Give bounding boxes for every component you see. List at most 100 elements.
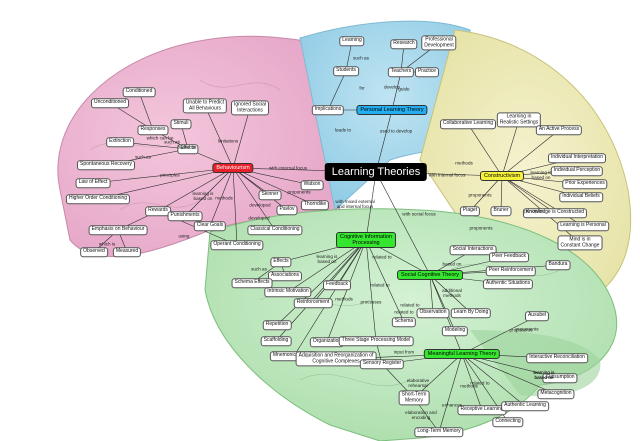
node-individual-perception[interactable]: Individual Perception (550, 166, 604, 176)
node-measured[interactable]: Measured (112, 247, 142, 257)
connector-line (232, 167, 288, 211)
node-modeling[interactable]: Modeling (441, 326, 469, 336)
node-an-active-process[interactable]: An Active Process (535, 125, 583, 135)
node-short-term-memory[interactable]: Short-Term Memory (398, 390, 430, 406)
node-adquisition-and-reorganization-of-cognitive-complexes[interactable]: Adquisition and Reorganization of Cognit… (295, 351, 377, 367)
node-piaget[interactable]: Piaget (459, 206, 481, 216)
node-long-term-memory[interactable]: Long-Term Memory (414, 427, 464, 437)
node-intrinsic-motivation[interactable]: Intrinsic Motivation (264, 287, 312, 297)
link-label: learning is based on (533, 370, 555, 380)
node-authentic-learning[interactable]: Authentic Learning (501, 401, 549, 411)
node-operant-conditioning[interactable]: Operant Conditioning (210, 240, 264, 250)
link-label: using (178, 233, 190, 239)
node-higher-order-conditioning[interactable]: Higher Order Conditioning (65, 194, 131, 204)
node-law-of-effect[interactable]: Law of Effect (75, 178, 111, 188)
node-repetition[interactable]: Repetition (262, 320, 292, 330)
node-three-stage-processing-model[interactable]: Three Stage Processing Model (338, 336, 414, 346)
node-bandura[interactable]: Bandura (545, 260, 571, 270)
node-ausubel[interactable]: Ausubel (524, 311, 550, 321)
node-learn-by-doing[interactable]: Learn By Doing (450, 308, 492, 318)
node-classical-conditioning[interactable]: Classical Conditioning (247, 225, 303, 235)
node-mind-is-in-constant-change[interactable]: Mind is in Constant Change (557, 235, 603, 251)
node-schema[interactable]: Schema (391, 317, 417, 327)
node-pavlov[interactable]: Pavlov (276, 205, 298, 215)
node-unconditioned[interactable]: Unconditioned (91, 98, 129, 108)
node-subsumption[interactable]: Subsumption (542, 373, 578, 383)
node-knowledge-is-constructed[interactable]: Knowledge is Constructed (522, 208, 588, 218)
node-scaffolding[interactable]: Scaffolding (260, 336, 292, 346)
node-learning[interactable]: Learning (339, 36, 365, 46)
node-skinner[interactable]: Skinner (258, 190, 282, 200)
link-label: leads to (334, 127, 352, 133)
node-thorndike[interactable]: Thorndike (300, 200, 330, 210)
node-unable-to-predict-all-behaviours[interactable]: Unable to Predict All Behaviours (182, 98, 228, 114)
link-label: such as (164, 139, 180, 145)
node-professional-development[interactable]: Professional Development (421, 35, 457, 51)
node-learning-in-realistic-settings[interactable]: Learning in Realistic Settings (496, 112, 542, 128)
node-individual-interpretation[interactable]: Individual Interpretation (548, 153, 606, 163)
link-label: enhances (442, 402, 462, 408)
node-connecting[interactable]: Connecting (492, 417, 524, 427)
link-label: guide (398, 86, 410, 92)
node-individual-beliefs[interactable]: Individual Beliefs (559, 192, 603, 202)
node-bruner[interactable]: Bruner (490, 206, 512, 216)
connector-line (157, 167, 234, 212)
node-metacognition[interactable]: Metacognition (537, 389, 575, 399)
link-label: methods (215, 195, 233, 201)
node-prior-experiences[interactable]: Prior Experiences (562, 179, 608, 189)
node-authentic-situations[interactable]: Authentic Situations (482, 279, 534, 289)
connector-line (232, 167, 238, 246)
node-interactive-reconciliation[interactable]: Interactive Reconciliation (526, 353, 588, 363)
connector-line (232, 167, 276, 231)
node-emphasis-on-behaviour[interactable]: Emphasis on Behaviour (88, 225, 148, 235)
node-rewards[interactable]: Rewards (145, 206, 171, 216)
link-label: elaboration and encoding (405, 410, 437, 420)
node-peer-feedback[interactable]: Peer Feedback (489, 252, 529, 262)
connector-line (312, 239, 367, 304)
node-sensory-register[interactable]: Sensory Register (359, 359, 405, 369)
link-label: proponents (515, 326, 539, 332)
node-spontaneous-recovery[interactable]: Spontaneous Recovery (77, 160, 135, 170)
link-label: additional methods (442, 288, 462, 298)
node-ignored-social-interactions[interactable]: Ignored Social Interactions (231, 100, 269, 116)
node-effects[interactable]: Effects (177, 144, 199, 154)
node-peer-reinforcement[interactable]: Peer Reinforcement (485, 266, 537, 276)
connector-line (365, 171, 377, 241)
node-receptive-learning[interactable]: Receptive Learning (457, 405, 507, 415)
node-research[interactable]: Research (390, 39, 418, 49)
node-learning-is-personal[interactable]: Learning is Personal (557, 221, 609, 231)
hub-meaningful-learning-theory[interactable]: Meaningful Learning Theory (423, 349, 501, 359)
node-social-interactions[interactable]: Social Interactions (449, 245, 497, 255)
node-reinforcement[interactable]: Reinforcement (293, 298, 333, 308)
hub-behaviourism[interactable]: Behaviourism (212, 163, 254, 173)
node-practice[interactable]: Practice (414, 67, 440, 77)
link-label: for (359, 85, 365, 91)
hub-social-cognitive-theory[interactable]: Social Cognitive Theory (397, 270, 463, 280)
node-watson[interactable]: Watson (300, 180, 324, 190)
node-students[interactable]: Students (333, 66, 359, 76)
connector-line (461, 353, 526, 407)
node-observed[interactable]: Observed (80, 247, 108, 257)
hub-personal-learning-theory[interactable]: Personal Learning Theory (356, 105, 428, 115)
node-clear-goals[interactable]: Clear Goals (193, 221, 227, 231)
connector-line (293, 239, 367, 357)
node-associations[interactable]: Associations (267, 271, 303, 281)
node-conditioned[interactable]: Conditioned (122, 87, 156, 97)
hub-cognitive-information-processing[interactable]: Cognitive Information Processing (336, 232, 396, 248)
node-schema-effects[interactable]: Schema Effects (231, 278, 273, 288)
node-feedback[interactable]: Feedback (323, 280, 351, 290)
node-punishments[interactable]: Punishments (167, 211, 203, 221)
node-effects[interactable]: Effects (270, 257, 292, 267)
node-stimuli[interactable]: Stimuli (170, 119, 192, 129)
node-extinction[interactable]: Extinction (106, 137, 134, 147)
connector-line (209, 167, 234, 227)
node-teachers[interactable]: Teachers (387, 67, 415, 77)
node-responses[interactable]: Responses (137, 125, 169, 135)
node-observation[interactable]: Observation (416, 308, 450, 318)
link-label: with external focus (268, 165, 308, 171)
hub-constructivism[interactable]: Constructivism (479, 171, 525, 181)
node-implications[interactable]: Implications (311, 105, 345, 115)
link-label: proponents (509, 327, 533, 333)
root-node[interactable]: Learning Theories (324, 163, 428, 181)
node-collaborative-learning[interactable]: Collaborative Learning (439, 119, 497, 129)
